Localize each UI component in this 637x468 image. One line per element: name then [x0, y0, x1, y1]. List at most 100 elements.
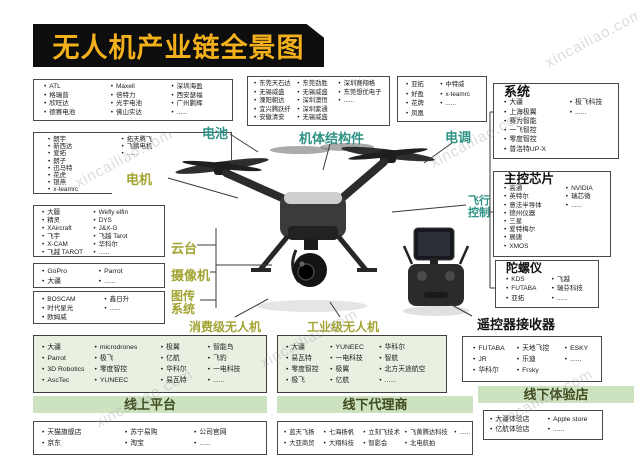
list-item: •格瑞普	[44, 91, 69, 99]
list-item: •飞越	[551, 275, 570, 283]
list-item: •飞鹏电机	[121, 143, 153, 151]
list-item: •亿航	[330, 377, 350, 384]
gyroscope-box-title: 陀螺仪	[506, 261, 543, 275]
list-item: •欧姆威	[42, 314, 67, 321]
list-item: •光宇电池	[110, 100, 142, 108]
list-item: •零度智控	[504, 136, 537, 144]
system-box-title: 系统	[504, 84, 531, 99]
flight-control-label: 飞行控制	[468, 195, 490, 219]
list-item: •KDS	[506, 275, 525, 283]
online-platform-banner: 线上平台	[33, 396, 267, 413]
image-transmission-suppliers-box: •BOSCAM•时代星光•欧姆威•鑫日升•......	[33, 291, 165, 324]
list-item: •极飞	[286, 377, 305, 384]
list-item: •广州鹏辉	[171, 100, 203, 108]
list-item: •大亚商贸	[284, 440, 315, 447]
list-column: •大疆•易瓦特•零度智控•极飞	[286, 342, 330, 390]
list-item: •新西达	[48, 143, 73, 151]
list-column: •苏宁易购•淘宝	[125, 427, 194, 452]
list-item: •ESKY	[564, 345, 589, 352]
list-item: •欣旺达	[44, 100, 69, 108]
offline-agent-box: •蓝天飞扬•大亚商贸•七海扬帆•大翔科技•立刻飞技术•智影会•飞黄腾达科技•北电…	[277, 421, 473, 455]
list-item: •苏宁易购	[124, 429, 158, 436]
list-column: •Parrot•......	[99, 267, 161, 286]
list-item: •溧阳朝达	[254, 97, 285, 105]
list-item: •精灵	[42, 217, 61, 224]
list-item: •安徽清安	[254, 114, 285, 122]
list-column: •ESKY•......	[565, 343, 598, 379]
list-column: •microdrones•极飞•零度智控•YUNEEC	[94, 342, 160, 390]
list-column: •大疆•上海极翼•赛为智能•一飞智控•零度智控•普洛特UP-X	[504, 98, 570, 156]
list-item: •XMOS	[504, 242, 529, 250]
list-item: •飞黄腾达科技	[404, 429, 448, 436]
battery-suppliers-box: •ATL•格瑞普•欣旺达•德赛电池•Maxell•倍特力•光宇电池•佛山实达•深…	[33, 79, 233, 121]
list-column: •华科尔•智航•北方天途航空•......	[379, 342, 443, 390]
list-item: •朗子	[48, 157, 67, 165]
list-item: •意法半导体	[504, 201, 542, 209]
list-item: •倍特力	[110, 91, 136, 99]
main-chip-suppliers-box: 主控芯片 •高通•英特尔•意法半导体•德州仪器•三星•爱特梅尔•展唐•XMOS•…	[493, 171, 611, 257]
list-item: •亚拓	[406, 81, 424, 88]
list-item: •AscTec	[42, 377, 70, 384]
list-item: •花牌	[406, 100, 424, 107]
list-item: •深圳紫通	[297, 105, 328, 113]
gyroscope-suppliers-box: 陀螺仪 •KDS•FUTABA•亚拓•飞越•瑞芬科技•......	[495, 260, 599, 308]
list-item: •无锡威盛	[297, 114, 328, 122]
list-column: •智能鸟•飞豹•一电科技•......	[208, 342, 263, 390]
list-item: •......	[440, 100, 456, 107]
list-column: •中特威•x-teamrc•......	[440, 80, 483, 119]
list-column: •极飞科技•......	[570, 98, 615, 156]
image-transmission-label: 图传系统	[171, 289, 196, 316]
list-item: •大疆	[286, 344, 305, 351]
list-item: •朗宇	[48, 136, 67, 143]
list-column: •YUNEEC•一电科技•极翼•亿航	[330, 342, 379, 390]
list-column: •GoPro•大疆	[42, 267, 99, 286]
list-item: •极翼	[160, 344, 180, 351]
list-item: •智航	[379, 355, 399, 362]
list-item: •爱特梅尔	[504, 226, 536, 234]
list-item: •Parrot	[98, 268, 123, 275]
list-item: •亿航	[160, 355, 180, 362]
system-suppliers-box: 系统 •大疆•上海极翼•赛为智能•一飞智控•零度智控•普洛特UP-X•极飞科技•…	[493, 83, 619, 159]
list-item: •天猫旗舰店	[42, 429, 82, 436]
list-item: •京东	[42, 440, 61, 447]
remote-controller-image	[402, 227, 470, 316]
list-item: •microdrones	[94, 344, 138, 351]
list-column: •立刻飞技术•智影会	[363, 427, 405, 452]
list-column: •公司官网•......	[194, 427, 263, 452]
industrial-drone-makers-box: •大疆•易瓦特•零度智控•极飞•YUNEEC•一电科技•极翼•亿航•华科尔•智航…	[277, 335, 447, 393]
list-item: •飞越 TAROT	[42, 249, 83, 256]
list-item: •瑞芯微	[565, 193, 591, 201]
list-column: •深圳海盈•西安瑟福•广州鹏辉•......	[171, 83, 229, 118]
list-item: •X-CAM	[42, 241, 68, 248]
list-item: •爱拓	[48, 150, 67, 158]
list-item: •飞宇	[42, 233, 61, 240]
list-column: •Apple store•......	[548, 415, 600, 437]
list-item: •七海扬帆	[323, 429, 354, 436]
list-column: •大疆•精灵•XAircraft•飞宇•X-CAM•飞越 TAROT	[42, 209, 93, 257]
list-column: •ATL•格瑞普•欣旺达•德赛电池	[44, 83, 111, 118]
list-column: •朗宇•新西达•爱拓•朗子•迅马特•花虎•银燕•x-teamrc	[48, 136, 121, 194]
list-item: •......	[454, 429, 470, 436]
list-column: •极翼•亿航•华科尔•易瓦特	[161, 342, 208, 390]
list-item: •东莞天石达	[254, 80, 291, 87]
gimbal-suppliers-box: •大疆•精灵•XAircraft•飞宇•X-CAM•飞越 TAROT•Wefly…	[33, 205, 165, 257]
list-item: •Frsky	[516, 367, 539, 374]
list-item: •德州仪器	[504, 209, 536, 217]
list-item: •GoPro	[42, 268, 68, 275]
list-item: •公司官网	[193, 429, 227, 436]
list-item: •一电科技	[207, 366, 241, 373]
list-item: •华科尔	[473, 367, 499, 374]
page-title: 无人机产业链全景图	[52, 33, 305, 63]
list-item: •DYS	[93, 217, 112, 224]
list-item: •瑞芬科技	[551, 285, 583, 292]
list-column: •深圳赛翔格•东莞想优电子•......	[338, 80, 386, 123]
camera-label: 摄像机	[171, 268, 211, 283]
list-column: •NVIDIA•瑞芯微•......	[566, 185, 607, 254]
online-platform-box: •天猫旗舰店 •京东 •苏宁易购•淘宝•公司官网•......	[33, 421, 267, 455]
list-item: •极翼	[330, 366, 350, 373]
receiver-suppliers-box: •FUTABA•JR•华科尔•天地飞控•乐迪•Frsky•ESKY•......	[462, 336, 602, 382]
list-item: •普洛特UP-X	[504, 145, 547, 153]
list-item: •北电航拍	[404, 440, 436, 447]
list-item: •......	[551, 294, 568, 302]
